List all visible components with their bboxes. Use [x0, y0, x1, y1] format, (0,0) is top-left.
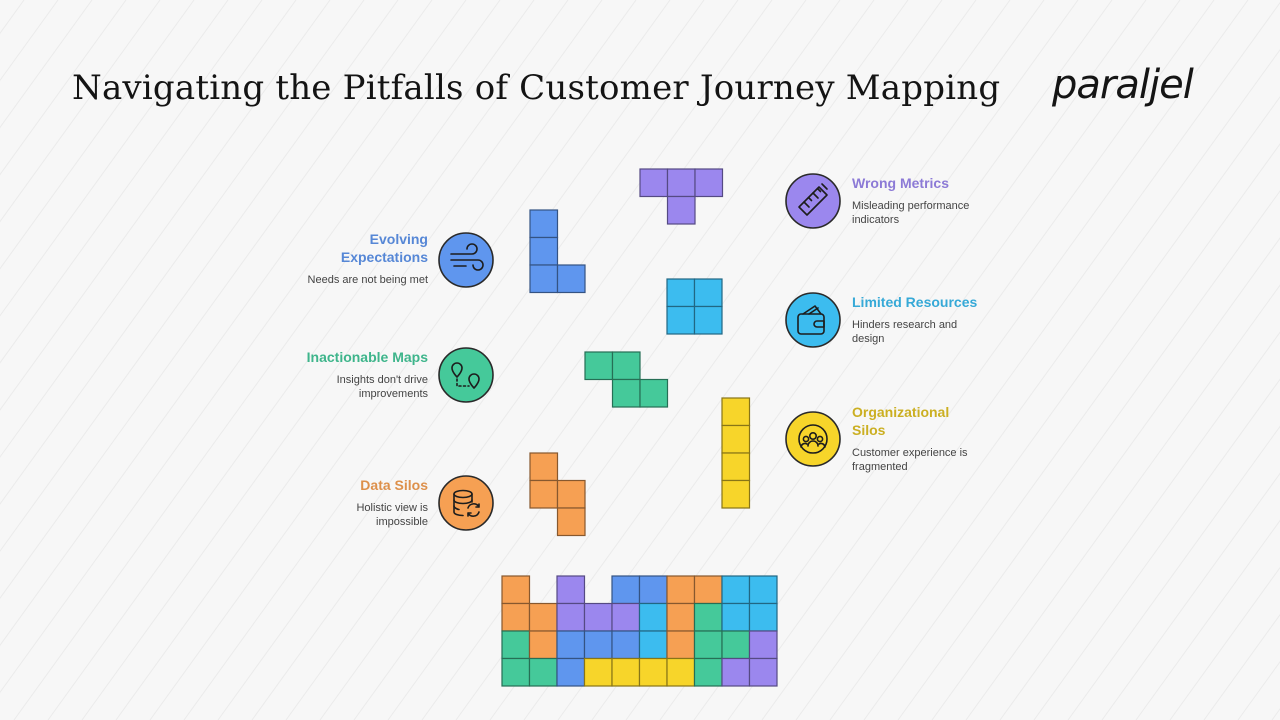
data-silos-icon-badge	[438, 475, 494, 531]
title-line: Evolving	[369, 231, 428, 247]
tetromino-cell	[639, 168, 669, 198]
data-silos-description: Holistic view is impossible	[356, 501, 428, 529]
stack-cell	[556, 575, 586, 605]
tetromino-cell	[639, 378, 669, 408]
title-line: Wrong Metrics	[852, 175, 949, 191]
limited-resources-description: Hinders research and design	[852, 318, 977, 346]
tetromino-cell	[556, 264, 586, 294]
stack-cell	[748, 602, 778, 632]
people-group-icon	[798, 424, 828, 454]
wrong-metrics-title: Wrong Metrics	[852, 174, 969, 192]
evolving-expectations-icon-badge	[438, 232, 494, 288]
title-line: Limited Resources	[852, 294, 978, 310]
wallet-icon	[797, 305, 825, 335]
purple-tetromino-piece	[639, 168, 724, 225]
description-line: Insights don't drive	[336, 374, 428, 386]
wrong-metrics-icon-badge	[785, 173, 841, 229]
stack-cell	[611, 630, 641, 660]
stack-cell	[666, 602, 696, 632]
cyan-tetromino-piece	[666, 278, 723, 335]
tetromino-cell	[721, 424, 751, 454]
ruler-icon	[798, 183, 828, 216]
description-line: Needs are not being met	[307, 274, 428, 286]
tetromino-cell	[529, 479, 559, 509]
tetromino-cell	[556, 507, 586, 537]
stack-cell	[693, 630, 723, 660]
organizational-silos-icon-badge	[785, 411, 841, 467]
description-line: indicators	[852, 214, 900, 226]
description-line: impossible	[376, 516, 428, 528]
description-line: improvements	[358, 388, 428, 400]
stack-cell	[556, 657, 586, 687]
evolving-expectations-description: Needs are not being met	[308, 273, 428, 287]
inactionable-maps-description: Insights don't drive improvements	[307, 373, 428, 401]
stack-cell	[638, 602, 668, 632]
description-line: Hinders research and	[852, 319, 958, 331]
blue-tetromino-piece	[529, 209, 586, 294]
stack-cell	[583, 657, 613, 687]
description-line: Misleading performance	[852, 200, 970, 212]
tetromino-cell	[721, 479, 751, 509]
stack-cell	[638, 575, 668, 605]
yellow-tetromino-piece	[721, 397, 751, 509]
tetromino-cell	[529, 236, 559, 266]
stack-cell	[611, 602, 641, 632]
stack-cell	[501, 630, 531, 660]
stack-cell	[748, 657, 778, 687]
tetromino-stack	[501, 575, 778, 687]
tetromino-cell	[693, 305, 723, 335]
data-silos-title: Data Silos	[356, 476, 428, 494]
stack-cell	[748, 630, 778, 660]
title-line: Silos	[852, 422, 886, 438]
parallel-logo: paraljel	[1052, 62, 1194, 108]
stack-cell	[501, 657, 531, 687]
tetromino-cell	[611, 378, 641, 408]
limited-resources-title: Limited Resources	[852, 293, 977, 311]
wind-icon	[450, 243, 484, 271]
tetromino-cell	[693, 278, 723, 308]
stack-cell	[638, 630, 668, 660]
title-line: Inactionable Maps	[306, 349, 428, 365]
tetromino-cell	[666, 195, 696, 225]
stack-cell	[501, 575, 531, 605]
limited-resources-icon-badge	[785, 292, 841, 348]
description-line: fragmented	[852, 461, 908, 473]
description-line: design	[852, 333, 885, 345]
title-line: Expectations	[340, 249, 428, 265]
green-tetromino-piece	[584, 351, 669, 408]
stack-cell	[693, 657, 723, 687]
orange-tetromino-piece	[529, 452, 586, 537]
database-sync-icon	[453, 489, 480, 517]
title-line: Data Silos	[360, 477, 428, 493]
stack-cell	[638, 657, 668, 687]
tetromino-cell	[666, 278, 696, 308]
organizational-silos-description: Customer experience is fragmented	[852, 446, 968, 474]
map-pin-route-icon	[451, 362, 480, 389]
title-line: Organizational	[852, 404, 950, 420]
inactionable-maps-title: Inactionable Maps	[307, 348, 428, 366]
tetromino-cell	[694, 168, 724, 198]
wrong-metrics-description: Misleading performance indicators	[852, 199, 969, 227]
description-line: Holistic view is	[356, 502, 428, 514]
description-line: Customer experience is	[852, 447, 968, 459]
page-title: Navigating the Pitfalls of Customer Jour…	[72, 68, 1001, 108]
tetromino-cell	[529, 452, 559, 482]
stack-cell	[721, 657, 751, 687]
inactionable-maps-icon-badge	[438, 347, 494, 403]
stack-cell	[556, 630, 586, 660]
tetromino-cell	[529, 209, 559, 239]
